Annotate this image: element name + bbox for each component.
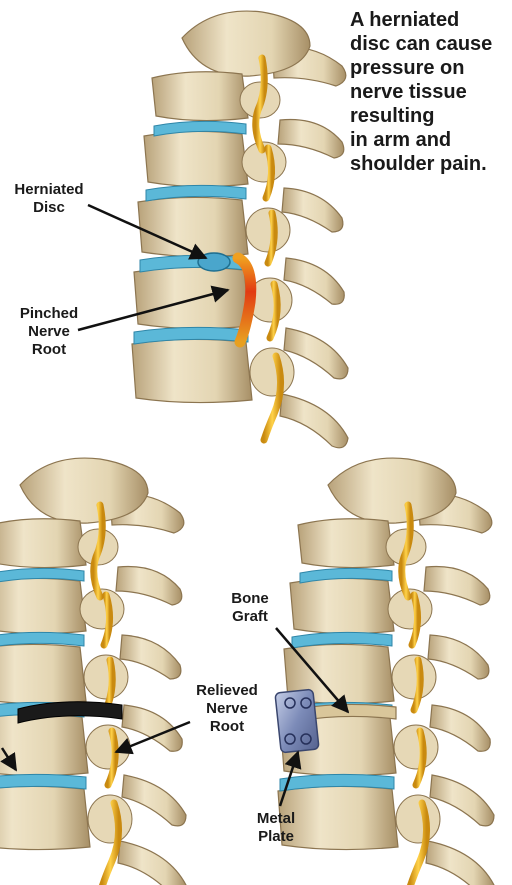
label-line: Relieved bbox=[186, 682, 268, 700]
caption-line: nerve tissue bbox=[350, 80, 510, 104]
relieved-nerve-root-label: Relieved Nerve Root bbox=[186, 682, 268, 736]
label-line: Herniated bbox=[6, 181, 92, 199]
herniated-spine-figure bbox=[132, 11, 348, 448]
label-line: Nerve bbox=[186, 700, 268, 718]
label-line: Graft bbox=[220, 608, 280, 626]
caption-line: pressure on bbox=[350, 56, 510, 80]
caption-line: A herniated bbox=[350, 8, 510, 32]
pinched-nerve-root-label: Pinched Nerve Root bbox=[14, 305, 84, 359]
caption-line: in arm and bbox=[350, 128, 510, 152]
metal-plate-label: Metal Plate bbox=[244, 810, 308, 846]
caption-line: resulting bbox=[350, 104, 510, 128]
caption-line: disc can cause bbox=[350, 32, 510, 56]
caption-text: A herniated disc can cause pressure on n… bbox=[350, 8, 510, 176]
label-line: Pinched bbox=[14, 305, 84, 323]
label-line: Plate bbox=[244, 828, 308, 846]
caption-line: shoulder pain. bbox=[350, 152, 510, 176]
discectomy-spine-figure bbox=[0, 458, 186, 885]
label-line: Root bbox=[186, 718, 268, 736]
bone-graft-label: Bone Graft bbox=[220, 590, 280, 626]
label-line: Disc bbox=[6, 199, 92, 217]
label-line: Nerve bbox=[14, 323, 84, 341]
label-line: Metal bbox=[244, 810, 308, 828]
herniated-disc-label: Herniated Disc bbox=[6, 181, 92, 217]
label-line: Bone bbox=[220, 590, 280, 608]
metal-plate bbox=[275, 689, 319, 753]
label-line: Root bbox=[14, 341, 84, 359]
